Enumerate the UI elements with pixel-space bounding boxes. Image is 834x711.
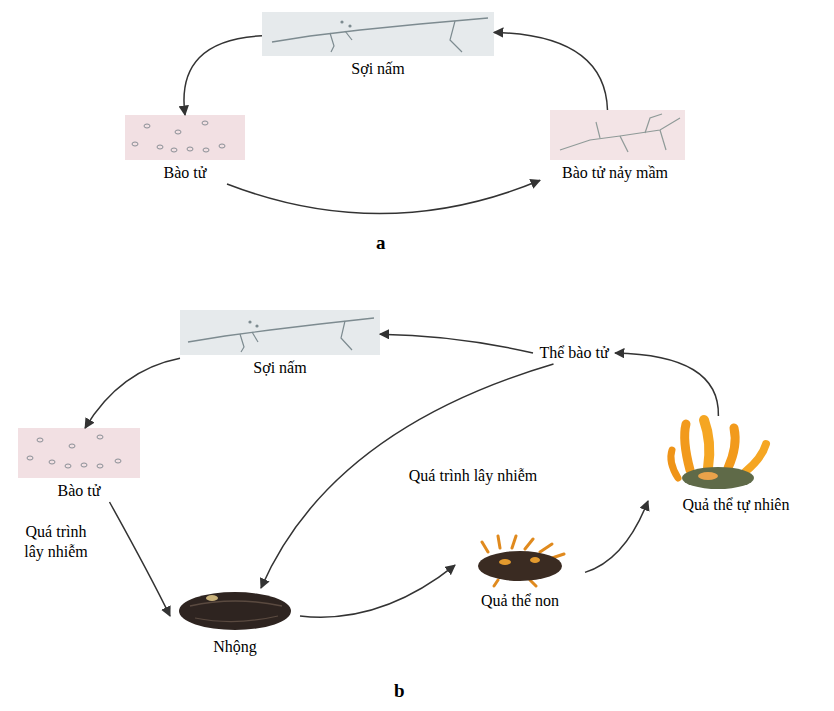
stage-picture-node: Bào tử nảy mầm xyxy=(540,110,690,184)
micrograph-ground xyxy=(550,110,685,160)
germ-tube xyxy=(596,122,600,138)
micrograph-ground xyxy=(125,115,245,160)
spore xyxy=(37,438,43,442)
germ-tube xyxy=(560,118,680,150)
spore-dot xyxy=(248,320,251,323)
spore-micrograph xyxy=(18,428,140,478)
fruiting-body-finger xyxy=(671,450,678,478)
cycle-arrow xyxy=(494,32,608,110)
spore xyxy=(202,121,208,125)
spore xyxy=(203,148,209,152)
spore xyxy=(219,144,225,148)
micrograph-ground xyxy=(262,12,494,56)
spore xyxy=(175,130,181,134)
fungus-patch xyxy=(530,557,540,563)
spore xyxy=(69,444,75,448)
micrograph-ground xyxy=(18,428,140,478)
hypha xyxy=(252,332,258,342)
hyphae-micrograph xyxy=(180,310,380,355)
spore xyxy=(65,464,71,468)
spore xyxy=(97,464,103,468)
germ-tube xyxy=(620,136,628,152)
spore-dot xyxy=(348,24,351,27)
hypha xyxy=(330,33,334,52)
arrow-label: Quá trình lây nhiễm xyxy=(14,522,98,562)
pupa-body xyxy=(179,592,291,630)
pupa-base xyxy=(682,467,754,489)
stage-picture-node: Bào tử xyxy=(125,115,245,184)
stage-label: Nhộng xyxy=(211,637,259,657)
stage-label: Bào tử nảy mầm xyxy=(560,163,670,183)
hypha xyxy=(450,21,462,52)
natural-fruiting-body-picture xyxy=(671,420,766,489)
pupa-body xyxy=(478,551,562,581)
spore-micrograph xyxy=(125,115,245,160)
spore xyxy=(49,460,55,464)
spore xyxy=(132,142,138,146)
stage-text-node: Thể bào tử xyxy=(533,342,615,364)
spore xyxy=(81,463,87,467)
spore-dot xyxy=(340,20,343,23)
young-fruiting-body-picture xyxy=(478,536,564,586)
fungus-patch xyxy=(499,559,511,565)
stage-label: Sợi nấm xyxy=(349,59,406,79)
cycle-arrow xyxy=(585,501,648,572)
stage-picture-node: Sợi nấm xyxy=(180,310,380,379)
spore xyxy=(97,435,103,439)
stage-picture-node: Bào tử xyxy=(18,428,140,502)
fruiting-body-finger xyxy=(745,444,766,472)
germ-tube xyxy=(660,130,666,150)
spore xyxy=(187,147,193,151)
hypha xyxy=(272,18,488,42)
spore xyxy=(157,145,163,149)
pupa-segment xyxy=(190,601,282,606)
cycle-arrow xyxy=(300,565,455,617)
stage-label: Thể bào tử xyxy=(537,343,610,363)
spore-dot xyxy=(255,324,258,327)
pupa-picture xyxy=(179,592,291,630)
spore xyxy=(115,459,121,463)
hypha xyxy=(188,318,374,342)
stage-label: Sợi nấm xyxy=(251,358,308,378)
fruiting-body-finger xyxy=(704,420,709,468)
stage-picture-node: Quả thể tự nhiên xyxy=(648,416,824,516)
stage-label: Bào tử xyxy=(162,163,209,183)
micrograph-ground xyxy=(180,310,380,355)
stage-label: Bào tử xyxy=(56,481,103,501)
cycle-arrow xyxy=(110,502,171,616)
spore xyxy=(144,124,150,128)
fungus-patch xyxy=(698,472,718,480)
panel-letter: b xyxy=(394,680,405,702)
stage-picture-node: Sợi nấm xyxy=(262,12,494,80)
cycle-arrow xyxy=(380,334,533,353)
cycle-arrow xyxy=(615,353,718,416)
cycle-arrow xyxy=(85,358,180,428)
hypha xyxy=(345,31,352,40)
fungus-speck xyxy=(206,595,218,601)
stage-picture-node: Nhộng xyxy=(170,588,300,658)
pupa-segment xyxy=(195,616,278,622)
spore xyxy=(171,148,177,152)
germination-micrograph xyxy=(550,110,685,160)
arrow-label: Quá trình lây nhiễm xyxy=(388,466,558,486)
hyphae-micrograph xyxy=(262,12,494,56)
stage-picture-node: Quả thể non xyxy=(455,540,585,612)
panel-letter: a xyxy=(376,232,386,254)
germ-tube xyxy=(645,114,662,133)
cycle-arrow xyxy=(184,36,262,115)
stage-label: Quả thể non xyxy=(479,591,561,611)
hypha xyxy=(341,321,352,350)
hypha xyxy=(240,334,244,352)
cycle-arrow xyxy=(227,180,540,213)
fruiting-body-finger xyxy=(728,428,735,468)
spore xyxy=(27,456,33,460)
fruiting-body-finger xyxy=(685,424,690,470)
stage-label: Quả thể tự nhiên xyxy=(681,495,792,515)
